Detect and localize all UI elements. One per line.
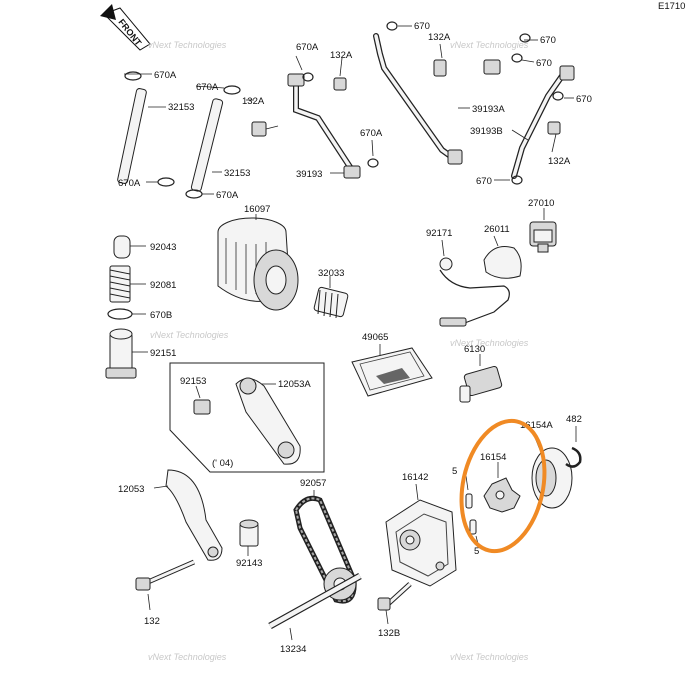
label-670a: 670A [118, 178, 141, 189]
highlight-ellipse [459, 418, 547, 554]
label-670: 670 [536, 58, 552, 69]
bolt-132 [135, 559, 195, 611]
label-132a: 132A [548, 156, 571, 167]
label-27010: 27010 [528, 198, 554, 209]
label-12053: 12053 [118, 484, 144, 495]
chain-guide-12053 [153, 469, 223, 561]
watermark: vNext Technologies [450, 338, 529, 348]
label-670: 670 [414, 21, 430, 32]
label-92057: 92057 [300, 478, 326, 489]
label-32033: 32033 [318, 268, 344, 279]
label-26011: 26011 [484, 224, 510, 235]
label-670a: 670A [196, 82, 219, 93]
sensor-6130 [459, 354, 503, 403]
watermarks: vNext Technologies vNext Technologies vN… [148, 40, 529, 662]
oil-screen-49065 [351, 344, 433, 397]
dowel-pins [465, 475, 479, 545]
label-92171: 92171 [426, 228, 452, 239]
switch-cap-26011 [483, 235, 522, 279]
label-16154a: 16154A [520, 420, 553, 431]
label-92143: 92143 [236, 558, 262, 569]
pump-shaft-13234 [268, 572, 362, 641]
figure-code: E1710 [658, 1, 685, 12]
label-16154: 16154 [480, 452, 506, 463]
label-670a: 670A [216, 190, 239, 201]
label-32153: 32153 [224, 168, 250, 179]
label-670a: 670A [154, 70, 177, 81]
label-13234: 13234 [280, 644, 306, 655]
variant-box: 92153 12053A (' 04) [169, 362, 325, 473]
label-670b: 670B [150, 310, 172, 321]
watermark: vNext Technologies [450, 652, 529, 662]
label-92153: 92153 [180, 376, 206, 387]
bolt-92143 [239, 519, 259, 556]
label-92151: 92151 [150, 348, 176, 359]
label-670: 670 [576, 94, 592, 105]
front-arrow: FRONT [100, 4, 151, 51]
label-670a: 670A [296, 42, 319, 53]
valve-body-92151 [105, 328, 148, 379]
label-5: 5 [452, 466, 457, 477]
label-132a: 132A [242, 96, 265, 107]
label-132a: 132A [330, 50, 353, 61]
label-132b: 132B [378, 628, 400, 639]
leader-lines-top-left [124, 73, 254, 195]
label-670: 670 [476, 176, 492, 187]
label-32153: 32153 [168, 102, 194, 113]
oil-pipe-39193b [511, 65, 575, 185]
label-5: 5 [474, 546, 479, 557]
label-132a: 132A [428, 32, 451, 43]
oil-pressure-switch-27010 [529, 208, 557, 253]
oil-pump-16142 [385, 483, 457, 587]
spring-92081 [109, 265, 146, 303]
label-49065: 49065 [362, 332, 388, 343]
watermark: vNext Technologies [148, 40, 227, 50]
label-92081: 92081 [150, 280, 176, 291]
circlip-482 [565, 426, 582, 468]
oil-pipe-left [117, 71, 175, 187]
oil-pipe-39193 [251, 72, 379, 179]
bolt-132b [377, 582, 412, 625]
label-92043: 92043 [150, 242, 176, 253]
variant-note: (' 04) [212, 458, 233, 469]
watermark: vNext Technologies [150, 330, 229, 340]
inner-rotor-16154 [483, 462, 521, 513]
wire-clamp-92171 [439, 239, 510, 327]
label-482: 482 [566, 414, 582, 425]
label-39193b: 39193B [470, 126, 503, 137]
label-39193a: 39193A [472, 104, 505, 115]
label-6130: 6130 [464, 344, 485, 355]
oil-pipe-right [185, 85, 241, 199]
spring-32033 [313, 276, 349, 319]
label-16097: 16097 [244, 204, 270, 215]
label-16142: 16142 [402, 472, 428, 483]
label-670: 670 [540, 35, 556, 46]
label-39193: 39193 [296, 169, 322, 180]
valve-cap-92043 [113, 235, 146, 259]
oil-pipe-39193a [373, 21, 531, 165]
watermark: vNext Technologies [450, 40, 529, 50]
label-132: 132 [144, 616, 160, 627]
oring-670b [107, 308, 146, 320]
oil-filter-16097 [217, 214, 299, 311]
label-670a: 670A [360, 128, 383, 139]
watermark: vNext Technologies [148, 652, 227, 662]
label-12053a: 12053A [278, 379, 311, 390]
